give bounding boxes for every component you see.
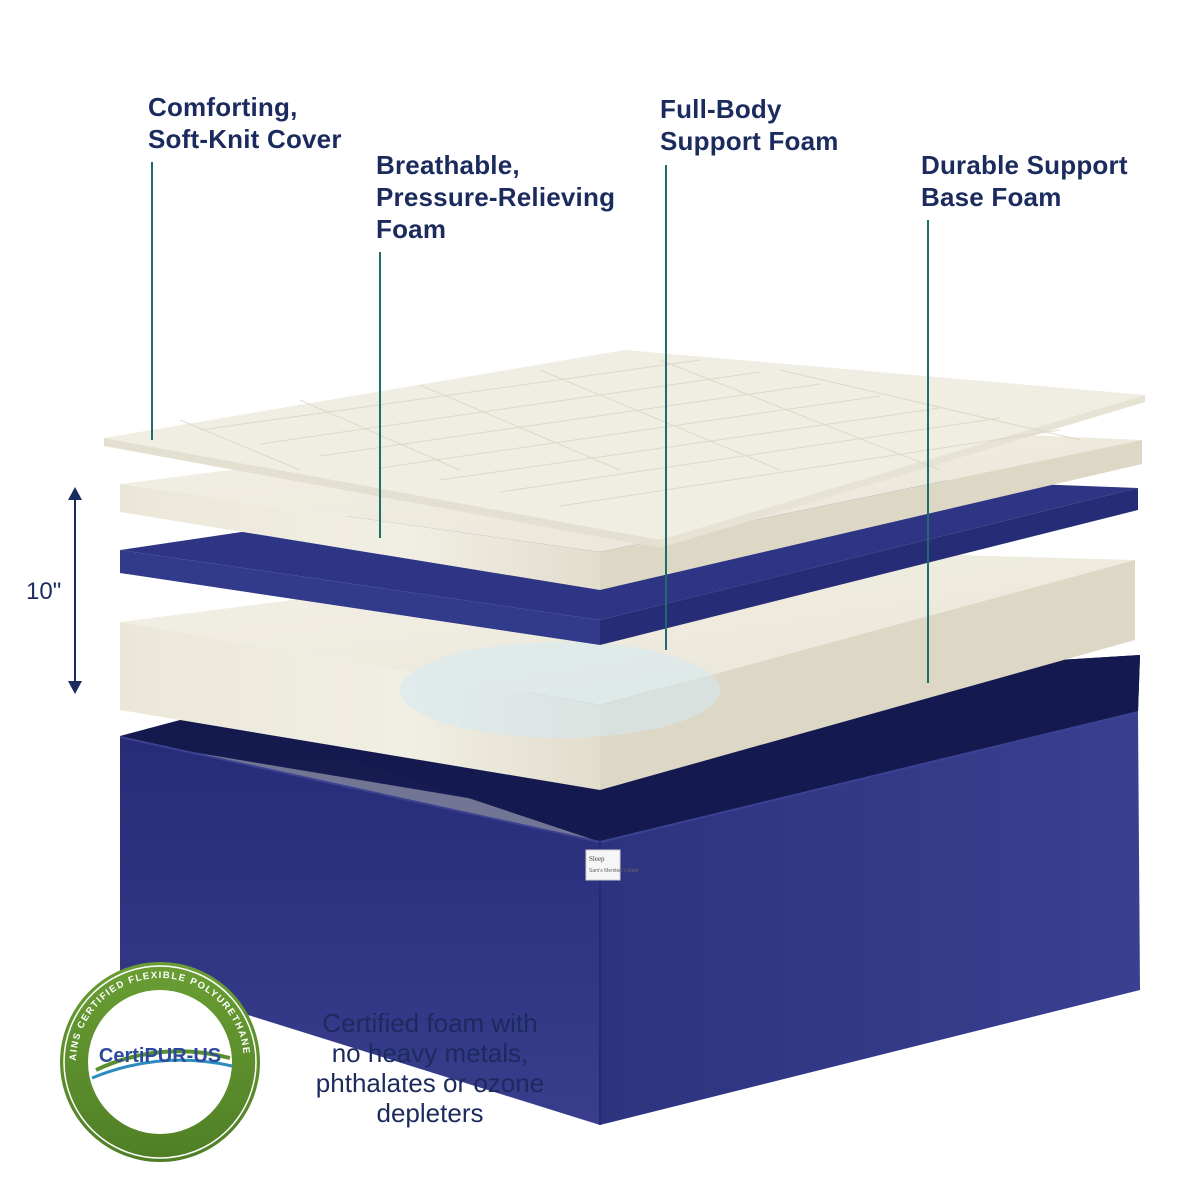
cert-line: phthalates or ozone — [315, 1068, 545, 1098]
callout-comfort-line: Breathable, — [376, 150, 520, 180]
height-dimension-arrow — [68, 487, 82, 694]
cert-line: depleters — [376, 1098, 484, 1128]
callout-cover-line: Comforting, — [148, 92, 298, 122]
callout-support-line: Support Foam — [660, 126, 839, 156]
callout-comfort-line: Pressure-Relieving — [376, 182, 616, 212]
callout-comfort-line: Foam — [376, 214, 447, 244]
callout-comfort-foam: Breathable, Pressure-Relieving Foam — [376, 149, 615, 245]
cert-line: no heavy metals, — [331, 1038, 529, 1068]
callout-base-line: Durable Support — [921, 150, 1128, 180]
svg-text:Sam's Member's Mark: Sam's Member's Mark — [589, 868, 639, 874]
leader-lines — [151, 162, 929, 683]
callout-support-line: Full-Body — [660, 94, 782, 124]
callout-base-line: Base Foam — [921, 182, 1062, 212]
callout-cover: Comforting, Soft-Knit Cover — [148, 91, 342, 155]
callout-support-foam: Full-Body Support Foam — [660, 93, 839, 157]
callout-base-foam: Durable Support Base Foam — [921, 149, 1128, 213]
badge-wordmark: CertiPUR-US — [99, 1045, 221, 1067]
callout-cover-line: Soft-Knit Cover — [148, 124, 342, 154]
knit-cover-layer — [104, 350, 1145, 548]
certification-description: Certified foam with no heavy metals, pht… — [270, 1008, 590, 1128]
brand-tag: Sleep Sam's Member's Mark — [585, 849, 639, 881]
svg-text:Sleep: Sleep — [589, 855, 605, 863]
height-label: 10" — [26, 578, 62, 605]
cert-line: Certified foam with — [322, 1008, 538, 1038]
